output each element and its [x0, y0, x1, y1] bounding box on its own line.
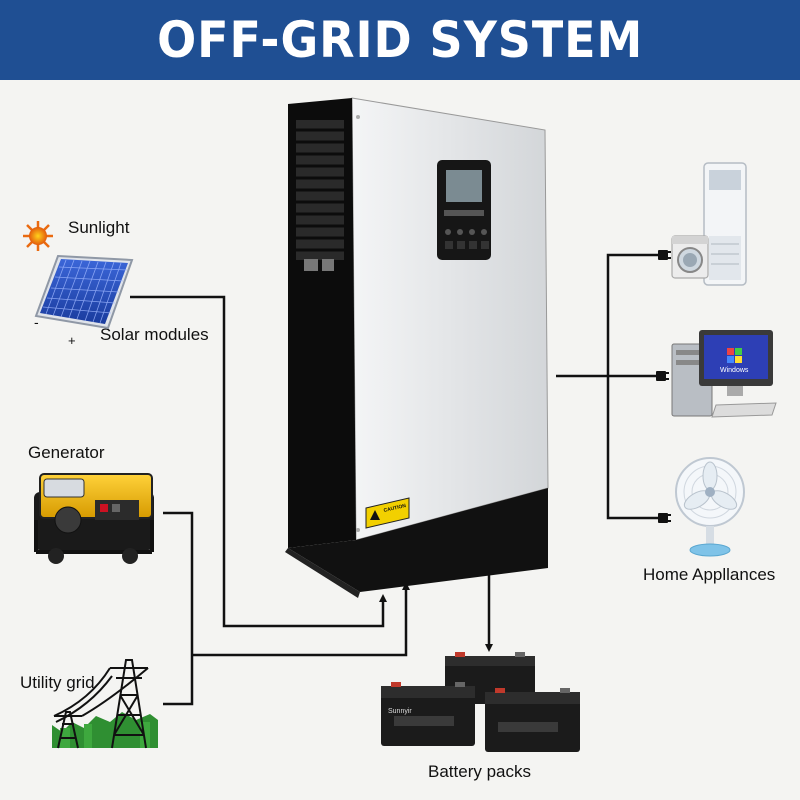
label-solar-modules: Solar modules [100, 325, 209, 344]
air-conditioner-icon [703, 162, 747, 286]
computer-icon: Windows [671, 330, 777, 418]
label-home-appliances: Home Appllances [643, 565, 776, 584]
page-title: OFF-GRID SYSTEM [156, 11, 644, 69]
battery-icon: Sunnyir [381, 652, 580, 752]
label-generator: Generator [28, 443, 105, 462]
battery-brand-label: Sunnyir [388, 708, 412, 715]
wire-generator [163, 511, 194, 706]
computer-screen-text: Windows [720, 367, 749, 374]
solar-panel-icon [34, 254, 134, 330]
wire-ac-input [192, 582, 410, 657]
label-utility-grid: Utility grid [20, 673, 95, 692]
title-banner: OFF-GRID SYSTEM [0, 0, 800, 80]
wire-solar [130, 295, 387, 628]
power-tower-icon [52, 659, 158, 749]
inverter-caution-label: CAUTION [383, 503, 407, 514]
fan-icon [675, 457, 745, 557]
panel-plus-sign: + [68, 333, 76, 348]
label-battery-packs: Battery packs [428, 762, 531, 781]
washing-machine-icon [671, 235, 709, 279]
generator-icon [34, 473, 154, 564]
panel-minus-sign: - [34, 314, 39, 330]
plug-icon [656, 250, 671, 523]
wires [130, 253, 660, 706]
inverter-icon: CAUTION [285, 97, 549, 598]
label-sunlight: Sunlight [68, 218, 130, 237]
sun-icon [23, 221, 53, 251]
system-diagram: - + [23, 97, 777, 752]
wire-output-bus [606, 253, 660, 520]
